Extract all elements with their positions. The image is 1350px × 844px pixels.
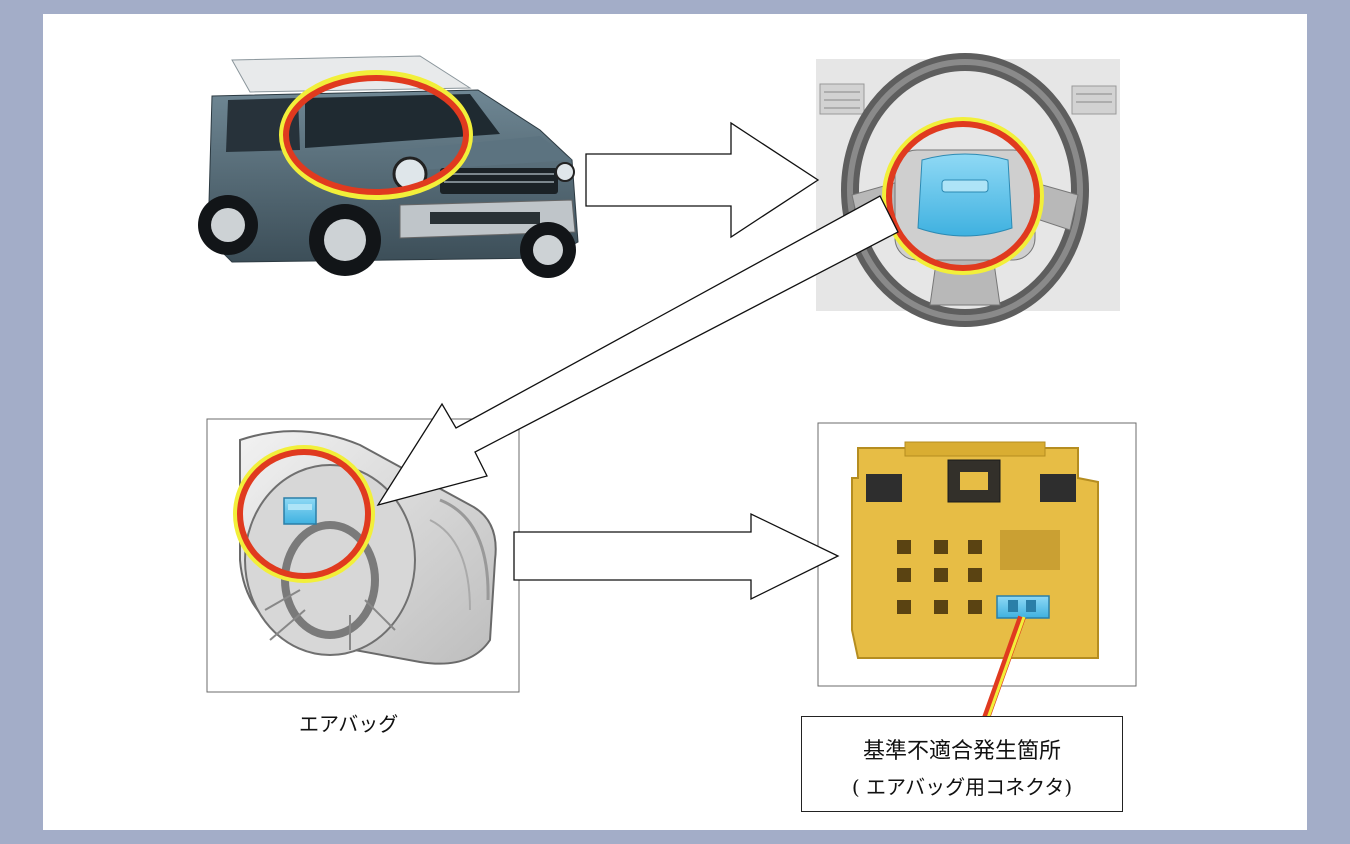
arrow-module-to-connector: [513, 512, 840, 601]
vehicle-photo: [198, 55, 579, 278]
connector-blue-terminal: [996, 595, 1050, 619]
callout-title: 基準不適合発生箇所: [862, 739, 1061, 764]
airbag-connector-photo: [817, 422, 1137, 687]
arrow-steering-to-module: [376, 195, 899, 507]
nonconformity-callout: 基準不適合発生箇所 ( エアバッグ用コネクタ): [801, 716, 1123, 812]
callout-leader-line: [982, 615, 1026, 720]
callout-subtitle: ( エアバッグ用コネクタ): [851, 775, 1073, 799]
airbag-connector-blue: [283, 497, 317, 525]
airbag-cover-blue: [917, 153, 1013, 237]
steering-wheel-illustration: [816, 53, 1120, 327]
airbag-label: エアバッグ: [299, 712, 399, 736]
arrow-vehicle-to-steering: [585, 121, 820, 239]
